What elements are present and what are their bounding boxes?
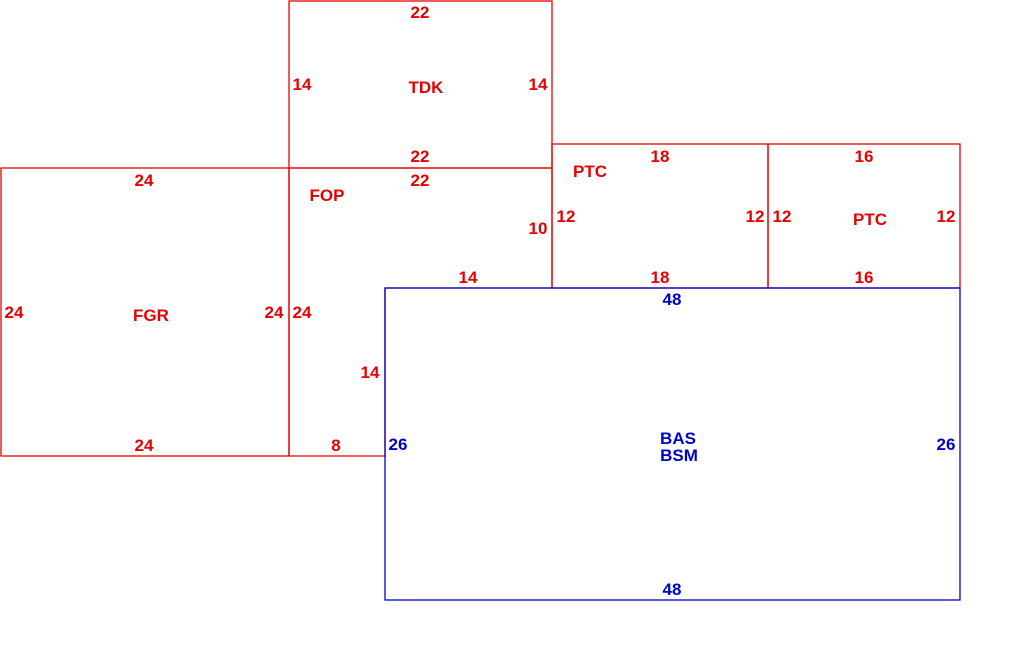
- room-outline-fop: [288, 167, 553, 457]
- dim-bas-top: 48: [663, 290, 682, 309]
- room-fgr: 24 24 FGR 24 24: [5, 171, 284, 455]
- dim-fgr-right: 24: [265, 303, 284, 322]
- room-name-ptc-1: PTC: [573, 162, 607, 181]
- dim-ptc-1-right: 12: [746, 207, 765, 226]
- room-name-ptc-2: PTC: [853, 210, 887, 229]
- dim-ptc-1-top: 18: [651, 147, 670, 166]
- room-tdk: 22 14 TDK 14 22: [293, 3, 548, 166]
- dim-ptc-2-bottom: 16: [855, 268, 874, 287]
- dim-fgr-bottom: 24: [135, 436, 154, 455]
- dim-ptc-1-bottom: 18: [651, 268, 670, 287]
- dim-fgr-left: 24: [5, 303, 24, 322]
- dim-fop-notch-top: 14: [459, 268, 478, 287]
- room-name-bas: BAS: [660, 429, 696, 448]
- room-outline-bas: [384, 287, 961, 601]
- dim-ptc-2-left: 12: [773, 207, 792, 226]
- dim-bas-right: 26: [937, 435, 956, 454]
- dim-tdk-right: 14: [529, 75, 548, 94]
- room-name-fgr: FGR: [133, 306, 169, 325]
- dim-fop-left: 24: [293, 303, 312, 322]
- dim-fop-top: 22: [411, 171, 430, 190]
- room-fop: FOP 22 10 14 24 14 8: [293, 171, 548, 455]
- dim-bas-left: 26: [389, 435, 408, 454]
- room-name-bsm: BSM: [660, 446, 698, 465]
- dim-fgr-top: 24: [135, 171, 154, 190]
- room-bas: 48 26 BAS BSM 26 48: [389, 290, 956, 599]
- room-ptc-2: 16 12 PTC 12 16: [773, 147, 956, 287]
- room-name-tdk: TDK: [409, 78, 445, 97]
- room-ptc-1: PTC 18 12 12 18: [557, 147, 765, 287]
- dim-fop-notch-side: 14: [361, 363, 380, 382]
- upper-level: [0, 0, 961, 457]
- dim-fop-right: 10: [529, 219, 548, 238]
- room-name-fop: FOP: [310, 186, 345, 205]
- dim-ptc-1-left: 12: [557, 207, 576, 226]
- dim-fop-bottom: 8: [331, 436, 340, 455]
- dim-ptc-2-top: 16: [855, 147, 874, 166]
- dim-tdk-bottom: 22: [411, 147, 430, 166]
- dim-ptc-2-right: 12: [937, 207, 956, 226]
- dim-bas-bottom: 48: [663, 580, 682, 599]
- dim-tdk-top: 22: [411, 3, 430, 22]
- dim-tdk-left: 14: [293, 75, 312, 94]
